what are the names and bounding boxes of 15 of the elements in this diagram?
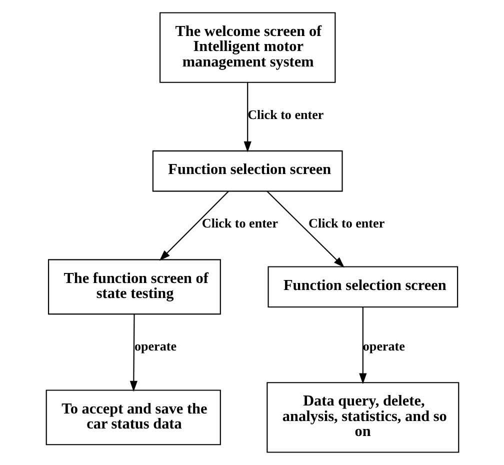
arrow: [243, 82, 251, 152]
edge-label: operate: [134, 338, 176, 354]
node-box: Data query, delete, analysis, statistics, and so on: [266, 382, 459, 453]
edge-label: Click to enter: [247, 106, 324, 122]
arrow: [129, 314, 137, 392]
node-box: The welcome screen of Intelligent motor management system: [158, 12, 336, 83]
node-box: Function selection screen: [267, 266, 458, 308]
arrow: [158, 191, 228, 261]
node-box: Function selection screen: [152, 150, 342, 192]
node-box: The function screen of state testing: [47, 259, 220, 315]
arrow: [358, 307, 366, 384]
node-box: To accept and save the car status data: [45, 390, 220, 446]
arrow: [266, 191, 344, 268]
edge-label: Click to enter: [308, 216, 384, 231]
edge-label: Click to enter: [201, 216, 278, 231]
